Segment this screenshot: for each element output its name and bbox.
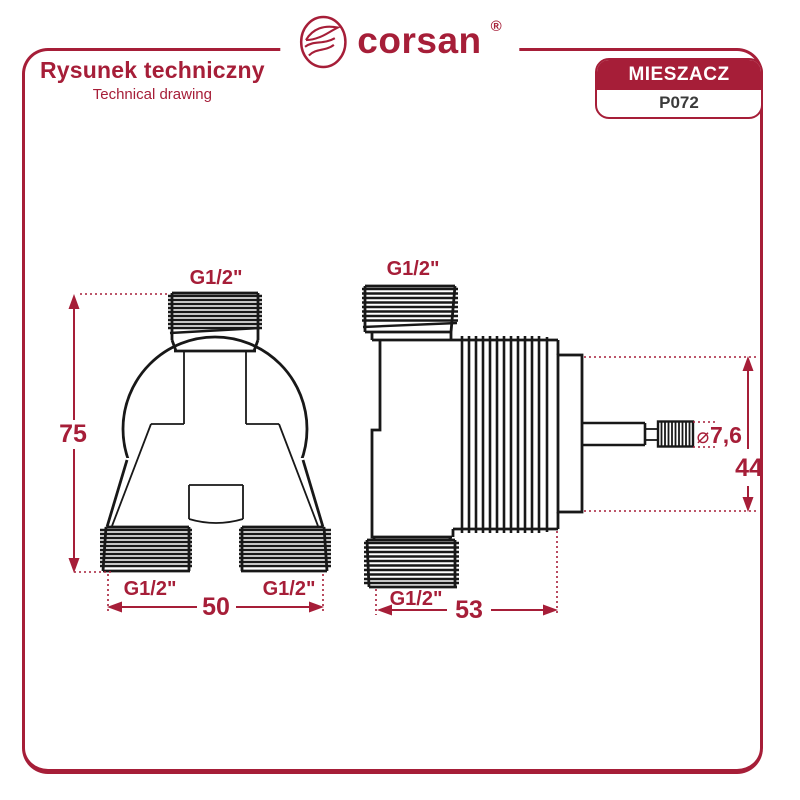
arrow-down-icon bbox=[68, 558, 80, 573]
arrow-up-icon bbox=[68, 294, 80, 309]
title-block: Rysunek techniczny Technical drawing bbox=[40, 57, 265, 103]
front-bottom-left-thread bbox=[100, 525, 192, 573]
front-bottom-right-thread-label: G1/2" bbox=[263, 578, 316, 600]
front-width-value: 50 bbox=[202, 593, 230, 621]
diameter-value: 7,6 bbox=[710, 422, 742, 448]
product-type-badge: MIESZACZ bbox=[597, 60, 761, 90]
front-height-value: 75 bbox=[59, 420, 87, 448]
front-height-dimension: 75 bbox=[59, 293, 170, 573]
side-view-drawing bbox=[362, 284, 695, 589]
side-bottom-thread bbox=[364, 537, 459, 589]
arrow-left-icon bbox=[107, 601, 122, 613]
diameter-symbol: ⌀ bbox=[697, 425, 710, 448]
side-stem bbox=[582, 420, 695, 448]
side-body-plate bbox=[370, 340, 452, 539]
front-top-thread-label: G1/2" bbox=[190, 267, 243, 289]
product-code: P072 bbox=[659, 93, 699, 112]
arrow-right-icon bbox=[309, 601, 324, 613]
product-badge: MIESZACZ P072 bbox=[595, 58, 763, 119]
front-view-drawing bbox=[100, 291, 331, 573]
side-top-thread bbox=[362, 284, 458, 340]
side-flange bbox=[556, 353, 584, 514]
side-width-dimension: 53 bbox=[375, 531, 558, 624]
brand-name: corsan bbox=[357, 20, 482, 61]
side-bottom-thread-label: G1/2" bbox=[390, 588, 443, 610]
side-width-value: 53 bbox=[455, 596, 483, 624]
front-bottom-left-thread-label: G1/2" bbox=[124, 578, 177, 600]
side-diameter-dimension: ⌀ 7,6 bbox=[693, 421, 742, 448]
brand-wave-icon bbox=[299, 15, 347, 69]
registered-mark: ® bbox=[490, 18, 502, 35]
side-height-value: 44 bbox=[735, 454, 763, 482]
arrow-up-icon bbox=[742, 356, 754, 371]
side-height-dimension: 44 bbox=[584, 356, 763, 512]
front-top-thread bbox=[168, 291, 262, 340]
arrow-left-icon bbox=[377, 604, 392, 616]
side-top-thread-label: G1/2" bbox=[387, 258, 440, 280]
side-cartridge-thread bbox=[451, 336, 560, 537]
arrow-down-icon bbox=[742, 497, 754, 512]
brand-logo: corsan ® bbox=[280, 12, 520, 76]
front-center-arch bbox=[188, 484, 244, 524]
page-title: Rysunek techniczny bbox=[40, 57, 265, 83]
arrow-right-icon bbox=[543, 604, 558, 616]
front-width-dimension: 50 bbox=[107, 574, 324, 621]
page-subtitle: Technical drawing bbox=[92, 86, 212, 103]
front-bottom-right-thread bbox=[239, 525, 331, 573]
